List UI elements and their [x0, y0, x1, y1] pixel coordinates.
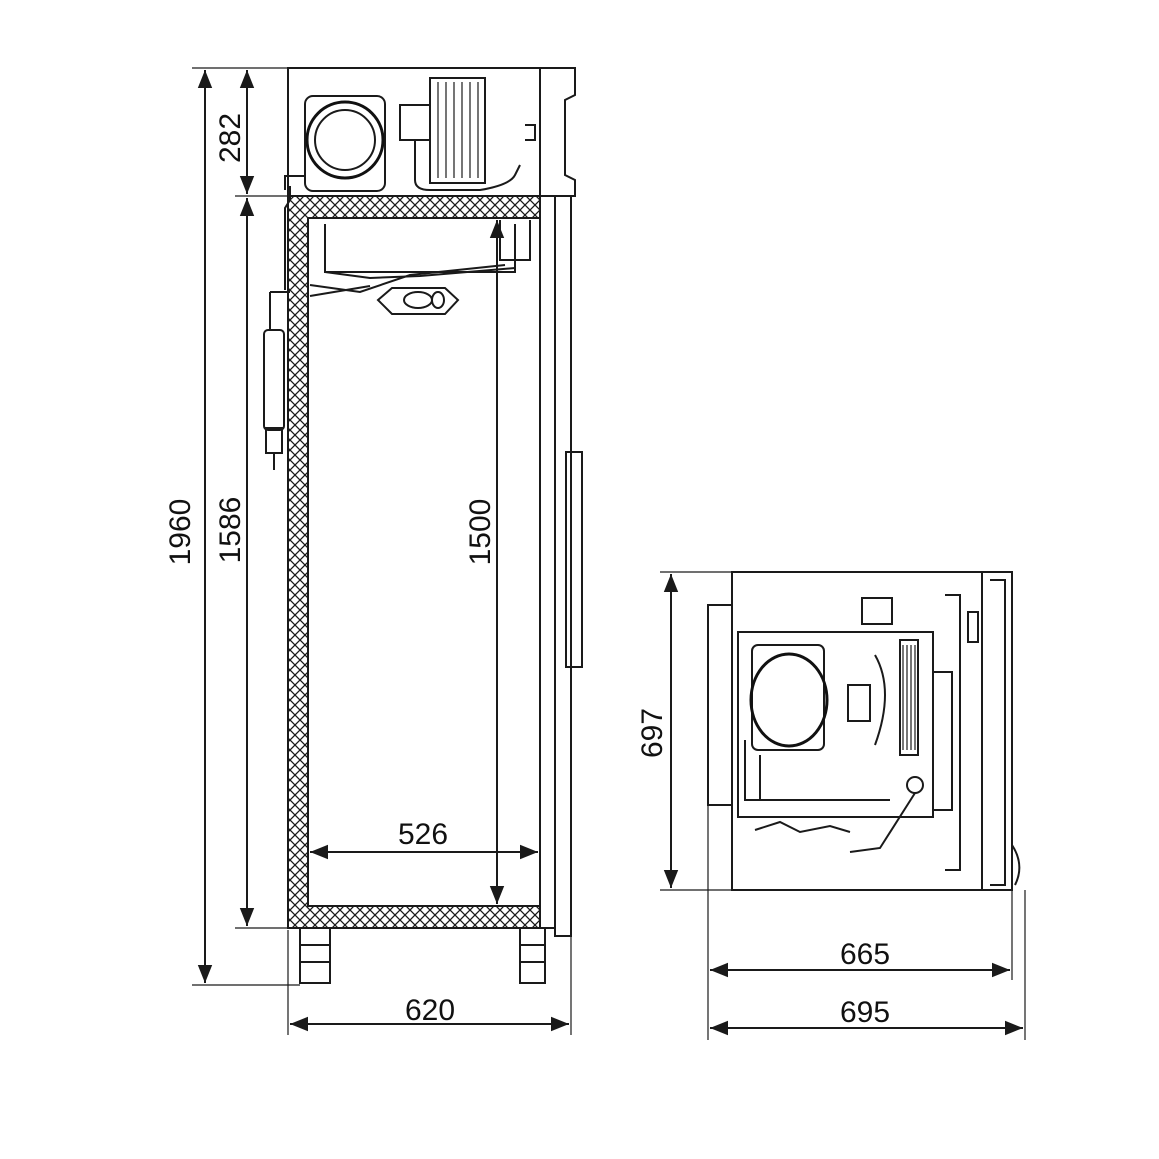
- cabinet-body: [263, 186, 583, 984]
- dim-depth-inner: 665: [707, 805, 1013, 1040]
- label-depth-outer: 695: [840, 996, 890, 1029]
- label-top-depth: 697: [636, 708, 669, 758]
- dim-inner-height: 1500: [464, 220, 505, 904]
- top-unit: [284, 67, 576, 197]
- front-view: 1960 282 1586 1500 526 620: [164, 67, 583, 1035]
- dim-top-depth: 697: [636, 571, 732, 891]
- label-cabinet-height: 1586: [214, 497, 247, 564]
- dim-inner-width: 526: [310, 818, 538, 860]
- label-depth-inner: 665: [840, 938, 890, 971]
- label-inner-width: 526: [398, 818, 448, 851]
- dim-outer-width: 620: [287, 930, 572, 1035]
- label-total-height: 1960: [164, 499, 197, 566]
- dim-unit-height: 282: [214, 70, 288, 197]
- dim-cabinet-height: 1586: [214, 198, 300, 929]
- label-unit-height: 282: [214, 113, 247, 163]
- dim-depth-outer: 695: [710, 890, 1026, 1040]
- label-outer-width: 620: [405, 994, 455, 1027]
- label-inner-height: 1500: [464, 499, 497, 566]
- dim-total-height: 1960: [164, 67, 300, 986]
- top-view: 697 665 695: [636, 571, 1026, 1040]
